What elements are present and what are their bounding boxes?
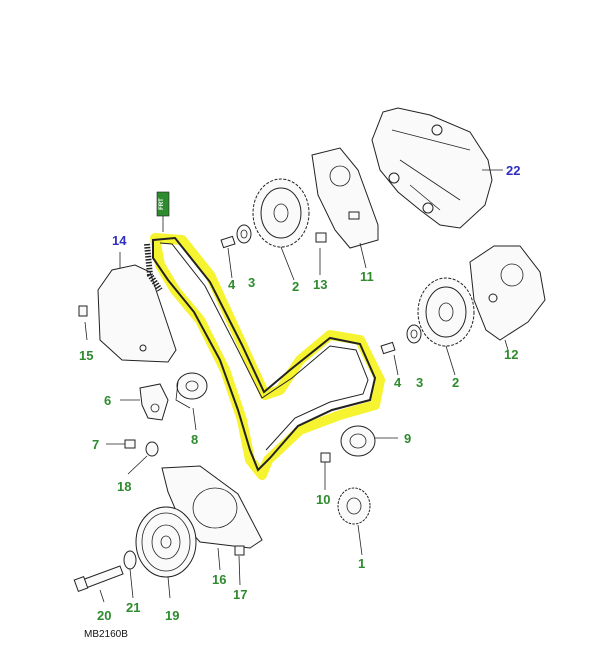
- part-1-crankshaft-gear: [337, 487, 371, 556]
- part-4-bolt-lower: [380, 341, 399, 376]
- label-3-upper: 3: [248, 275, 255, 290]
- label-17: 17: [233, 587, 247, 602]
- part-3-washer-upper: [236, 224, 252, 244]
- label-4-upper: 4: [228, 277, 236, 292]
- part-17-bolt: [234, 545, 245, 586]
- label-10: 10: [316, 492, 330, 507]
- part-2-camshaft-pulley-lower: [417, 277, 475, 376]
- label-8: 8: [191, 432, 198, 447]
- label-21: 21: [126, 600, 140, 615]
- part-3-washer-lower: [406, 324, 422, 344]
- label-3-lower: 3: [416, 375, 423, 390]
- part-18-washer: [127, 441, 159, 475]
- part-7-bolt: [106, 439, 136, 449]
- diagram-reference: MB2160B: [84, 629, 128, 640]
- label-7: 7: [92, 437, 99, 452]
- part-12-rear-cover: [469, 245, 546, 351]
- label-1: 1: [358, 556, 365, 571]
- part-20-crank-bolt: [73, 565, 124, 603]
- label-2-lower: 2: [452, 375, 459, 390]
- label-22: 22: [506, 163, 520, 178]
- label-11: 11: [360, 269, 374, 284]
- label-16: 16: [212, 572, 226, 587]
- part-14-front-cover: [97, 252, 177, 363]
- part-15-bolt: [78, 305, 88, 341]
- part-4-bolt-upper: [220, 235, 236, 279]
- label-2-upper: 2: [292, 279, 299, 294]
- part-6-tensioner-bracket: [120, 383, 169, 421]
- label-15: 15: [79, 348, 93, 363]
- label-20: 20: [97, 608, 111, 623]
- label-14: 14: [112, 233, 127, 248]
- belt-tag-text: FRT: [159, 198, 165, 210]
- part-11-rear-cover: [311, 147, 379, 269]
- label-9: 9: [404, 431, 411, 446]
- label-12: 12: [504, 347, 518, 362]
- part-21-washer: [123, 550, 137, 599]
- label-6: 6: [104, 393, 111, 408]
- part-10-bolt: [320, 452, 331, 490]
- part-22-upper-cover: [371, 107, 503, 229]
- label-13: 13: [313, 277, 327, 292]
- label-19: 19: [165, 608, 179, 623]
- belt-direction-tag: FRT: [156, 191, 170, 232]
- part-19-crankshaft-damper: [135, 506, 197, 599]
- label-18: 18: [117, 479, 131, 494]
- part-8-tensioner: [175, 372, 208, 431]
- timing-belt: [144, 236, 377, 472]
- part-2-camshaft-pulley-upper: [252, 178, 310, 281]
- callout-labels: 22 14 2 2 3 3 4 4 13 11 12 15 6 8 7 9 18…: [79, 163, 520, 623]
- label-4-lower: 4: [394, 375, 402, 390]
- part-9-idler-pulley: [340, 425, 398, 457]
- part-13-bolt: [315, 232, 327, 275]
